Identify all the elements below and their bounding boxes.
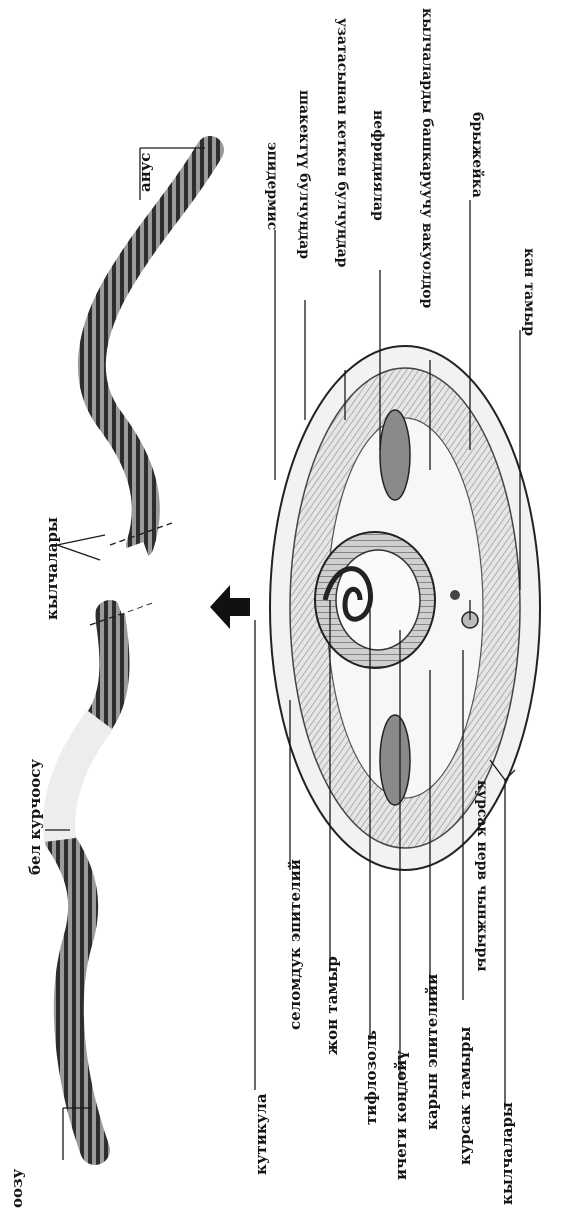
label-anus: ануc bbox=[136, 153, 154, 192]
cross-section bbox=[270, 346, 540, 870]
worm-clitellum bbox=[59, 720, 100, 840]
label-longitudinal-muscles: узатасынан кеткен булчуңдар bbox=[334, 18, 350, 268]
arrow-to-section bbox=[210, 585, 250, 629]
label-section-setae: кылчалары bbox=[498, 1102, 516, 1205]
label-blood-vessel: кан тамыр bbox=[521, 248, 537, 336]
label-ventral-nerve-cord: курсак нерв чынжыры bbox=[474, 780, 490, 972]
earthworm-body bbox=[59, 150, 210, 1150]
label-typhlosole: тифлозоль bbox=[362, 1030, 380, 1125]
label-ventral-vessel: курсак тамыры bbox=[456, 1027, 474, 1165]
label-worm-setae: кылчалары bbox=[43, 517, 61, 620]
label-clitellum: бел курчоосу bbox=[26, 759, 44, 875]
section-nephridium-bottom bbox=[380, 715, 410, 805]
label-gut-epithelium: карын эпителийи bbox=[423, 974, 441, 1130]
label-nephridia: нефридиялар bbox=[370, 110, 386, 221]
label-epidermis: эпидермис bbox=[264, 142, 280, 230]
label-gut-cavity: ичеги көңдөйү bbox=[392, 1050, 410, 1180]
section-blood-vessel bbox=[450, 590, 460, 600]
section-nephridium-top bbox=[380, 410, 410, 500]
label-mesentery: брыжейка bbox=[469, 112, 486, 198]
label-coelom-epithelium: селомдук эпителий bbox=[286, 859, 304, 1030]
label-dorsal-vessel: жон тамыр bbox=[323, 956, 341, 1055]
label-setae-vacuoles: кылчаларды башкаруучу вакуолдор bbox=[419, 8, 435, 308]
worm-rear-segment bbox=[92, 150, 210, 545]
worm-front-segment bbox=[59, 615, 114, 1150]
label-cuticle: кутикула bbox=[252, 1093, 270, 1175]
section-gut-cavity bbox=[336, 550, 420, 650]
label-mouth: оозу bbox=[8, 1168, 26, 1208]
label-circular-muscles: шакектүү булчуңдар bbox=[296, 90, 312, 259]
